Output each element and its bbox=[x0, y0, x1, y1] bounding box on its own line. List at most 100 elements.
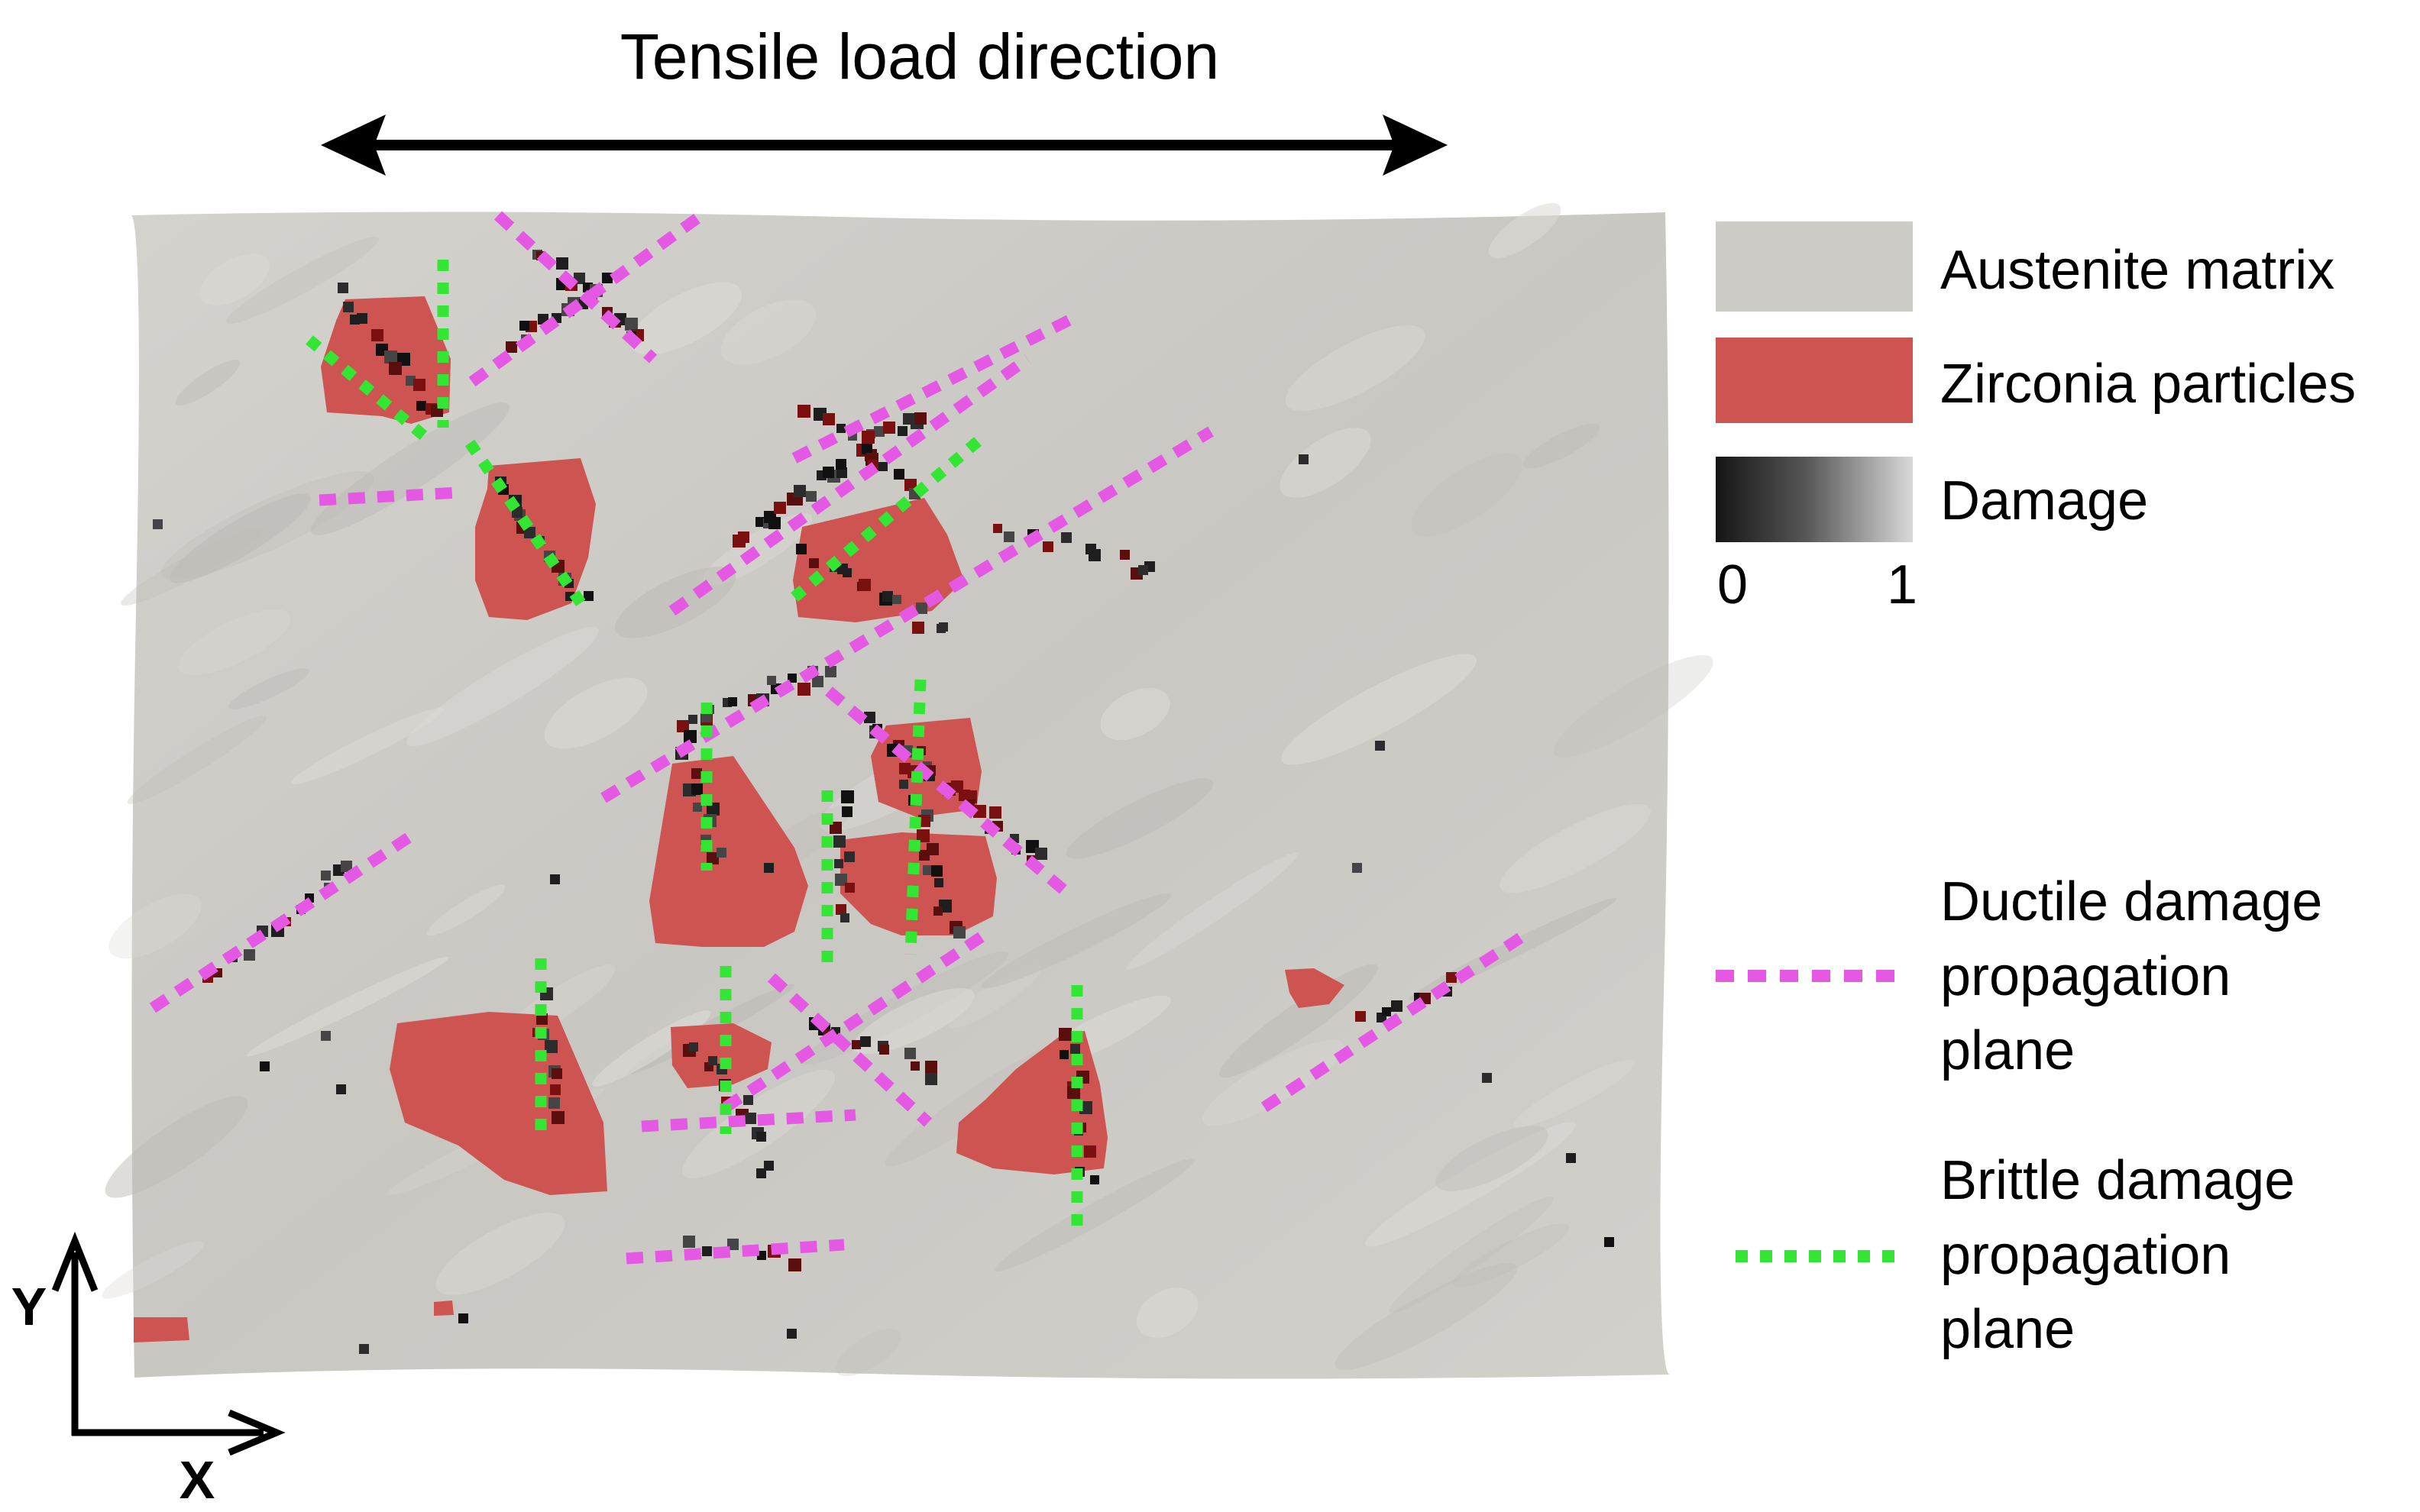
ductile-plane bbox=[319, 486, 459, 506]
damage-cell bbox=[548, 1097, 560, 1109]
matrix-shading bbox=[406, 627, 599, 746]
legend-label-ductile: Ductile damage propagation plane bbox=[1940, 871, 2338, 1081]
damage-cell bbox=[691, 783, 703, 795]
damage-cell bbox=[519, 321, 529, 331]
damage-cell bbox=[1060, 1050, 1069, 1059]
brittle-plane bbox=[464, 439, 587, 609]
damage-cell bbox=[794, 496, 803, 506]
matrix-shading bbox=[102, 1241, 204, 1299]
damage-cell bbox=[764, 511, 776, 523]
matrix-shading bbox=[1280, 428, 1371, 498]
damage-cell bbox=[1138, 565, 1148, 575]
damage-cell bbox=[812, 676, 823, 687]
damage-cell bbox=[788, 674, 797, 683]
y-axis-arrowhead bbox=[51, 1231, 99, 1292]
legend-swatch-matrix bbox=[1716, 221, 1913, 312]
damage-cell bbox=[836, 424, 846, 433]
matrix-shading bbox=[1364, 1122, 1577, 1247]
matrix-shading bbox=[1411, 453, 1522, 537]
damage-cell bbox=[153, 519, 163, 529]
damage-cell bbox=[683, 1236, 695, 1248]
damage-cell bbox=[512, 507, 522, 518]
damage-cell bbox=[1070, 1044, 1080, 1054]
damage-cell bbox=[883, 422, 895, 434]
damage-cell bbox=[321, 1031, 331, 1041]
damage-cell bbox=[745, 1113, 756, 1124]
damage-cell bbox=[406, 376, 416, 386]
matrix-shading bbox=[225, 236, 380, 325]
ductile-plane bbox=[722, 926, 993, 1113]
damage-cell bbox=[458, 1313, 468, 1323]
damage-cell bbox=[1604, 1237, 1614, 1247]
zirconia-particle bbox=[1285, 968, 1344, 1008]
damage-cell bbox=[1299, 454, 1309, 464]
damage-cell bbox=[584, 591, 594, 601]
matrix-shading bbox=[1435, 1125, 1548, 1192]
zirconia-particle bbox=[434, 1300, 454, 1316]
damage-cell bbox=[1090, 1175, 1099, 1184]
brittle-damage-planes bbox=[306, 260, 1083, 1229]
ductile-damage-planes bbox=[149, 210, 1528, 1265]
matrix-shading bbox=[169, 493, 311, 583]
ductile-plane bbox=[493, 211, 658, 363]
damage-cell bbox=[691, 768, 702, 779]
legend-label-brittle: Brittle damage propagation plane bbox=[1940, 1150, 2310, 1360]
damage-cell bbox=[550, 1084, 561, 1095]
damage-cell bbox=[798, 405, 810, 418]
damage-cell bbox=[556, 257, 568, 270]
legend-damage-min: 0 bbox=[1717, 554, 1748, 615]
matrix-shading bbox=[629, 282, 742, 355]
ductile-plane bbox=[825, 687, 1072, 898]
damage-cell bbox=[899, 780, 908, 789]
damage-cell bbox=[825, 666, 836, 677]
damage-cell bbox=[834, 859, 843, 868]
matrix-shading bbox=[1202, 1039, 1344, 1126]
damage-cell bbox=[911, 1061, 920, 1071]
load-direction-title: Tensile load direction bbox=[620, 21, 1219, 92]
matrix-shading bbox=[1066, 778, 1213, 859]
damage-cell bbox=[357, 313, 367, 324]
matrix-shading bbox=[199, 253, 270, 306]
legend-swatch-particles bbox=[1716, 338, 1913, 423]
damage-cell bbox=[859, 579, 871, 591]
damage-cell bbox=[755, 517, 765, 527]
brittle-plane bbox=[904, 679, 927, 955]
damage-cell bbox=[701, 712, 712, 722]
legend-label-matrix: Austenite matrix bbox=[1940, 240, 2334, 301]
damage-cell bbox=[874, 426, 885, 437]
zirconia-particle bbox=[840, 832, 997, 935]
damage-cell bbox=[989, 806, 1001, 819]
damage-cell bbox=[809, 558, 819, 568]
matrix-shading bbox=[127, 716, 267, 804]
matrix-shading bbox=[1553, 654, 1713, 758]
damage-cell bbox=[1004, 531, 1014, 542]
x-axis-arrowhead bbox=[228, 1409, 286, 1456]
load-direction-arrow bbox=[321, 115, 1448, 176]
matrix-shading bbox=[1281, 654, 1477, 765]
damage-cell bbox=[1482, 1073, 1492, 1083]
ductile-plane bbox=[668, 354, 1031, 616]
damage-cell bbox=[702, 1246, 712, 1256]
zirconia-particle bbox=[134, 1317, 189, 1342]
damage-cell bbox=[756, 1168, 766, 1178]
damage-cell bbox=[684, 730, 697, 743]
damage-cell bbox=[625, 318, 638, 331]
damage-cell bbox=[1059, 1028, 1072, 1041]
matrix-shading bbox=[1500, 803, 1651, 893]
legend-damage-max: 1 bbox=[1887, 554, 1917, 615]
damage-cell bbox=[864, 712, 875, 723]
damage-cell bbox=[416, 401, 426, 411]
matrix-shading bbox=[1488, 202, 1561, 259]
damage-cell bbox=[767, 676, 776, 685]
matrix-shading bbox=[981, 893, 1172, 989]
damage-cell bbox=[338, 283, 348, 293]
damage-cell bbox=[1391, 1000, 1402, 1012]
damage-cell bbox=[688, 715, 697, 724]
matrix-shading bbox=[1452, 1223, 1570, 1287]
damage-cell bbox=[764, 1161, 774, 1171]
matrix-shading bbox=[291, 707, 444, 785]
damage-cell bbox=[845, 883, 855, 893]
damage-cell bbox=[852, 1040, 861, 1049]
legend: Austenite matrix Zirconia particles Dama… bbox=[1716, 221, 2356, 1360]
